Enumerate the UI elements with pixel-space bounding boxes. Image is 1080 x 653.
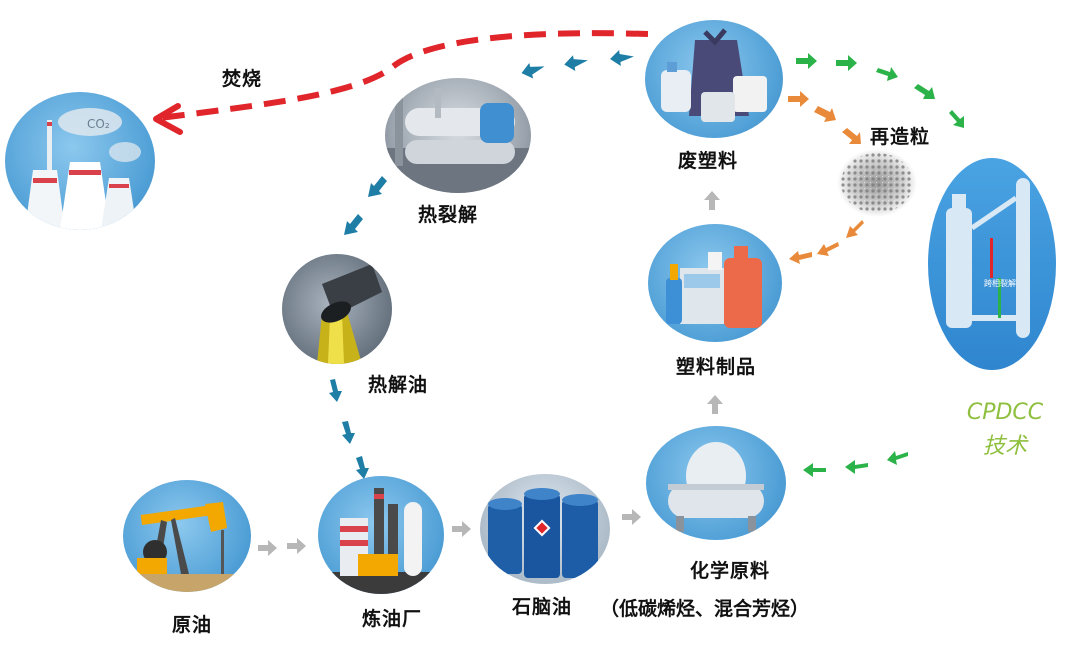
plastic-products-icon — [666, 246, 762, 328]
cpdcc-subtitle: 技术 — [982, 434, 1027, 459]
cpdcc-reactor-icon: 跨相裂解 — [946, 178, 1030, 338]
pyrolysis-reactor-icon — [385, 88, 531, 193]
pyrolysis-oil-label: 热解油 — [368, 374, 429, 396]
plastic-pellets-icon — [837, 149, 917, 217]
waste-plastic-node — [645, 20, 783, 138]
cpdcc-unit-panel: 跨相裂解 — [928, 158, 1056, 370]
oil-pumpjack-icon — [123, 502, 251, 592]
crude-oil-node — [123, 480, 251, 592]
incineration-node: CO₂ — [5, 92, 155, 230]
pyrolysis-arrows — [329, 50, 634, 479]
pyrolysis-label: 热裂解 — [418, 204, 479, 226]
crude-oil-label: 原油 — [172, 614, 213, 636]
oil-pipe-icon — [317, 264, 382, 364]
regranulation-arrows — [788, 91, 864, 264]
regranulation-label: 再造粒 — [870, 126, 931, 148]
refinery-icon — [318, 488, 444, 594]
cpdcc-technology-label: CPDCC 技术 — [935, 396, 1075, 464]
incineration-arrow — [159, 30, 649, 121]
incineration-arrowhead — [153, 103, 183, 135]
cpdcc-panel-text: 跨相裂解 — [984, 278, 1016, 288]
naphtha-label: 石脑油 — [512, 596, 573, 618]
waste-plastic-icon — [661, 28, 767, 122]
grey-arrows — [258, 191, 723, 556]
chemical-tank-icon — [668, 442, 764, 532]
refinery-node — [318, 476, 444, 594]
cpdcc-title: CPDCC — [966, 400, 1044, 425]
chemical-feedstock-node — [646, 426, 786, 540]
pyrolysis-node — [385, 78, 531, 193]
plastic-products-node — [648, 224, 782, 342]
plastic-products-label: 塑料制品 — [676, 356, 757, 378]
drums-icon — [488, 488, 598, 578]
refinery-label: 炼油厂 — [362, 608, 423, 630]
power-plant-icon: CO₂ — [25, 108, 141, 230]
cpdcc-arrows — [796, 53, 964, 477]
chemical-feedstock-label: 化学原料 — [690, 560, 771, 582]
co2-text: CO₂ — [87, 117, 110, 131]
chemical-feedstock-detail: （低碳烯烃、混合芳烃） — [600, 598, 810, 620]
incineration-label: 焚烧 — [222, 68, 263, 90]
pyrolysis-oil-node — [282, 254, 392, 364]
waste-plastic-label: 废塑料 — [678, 150, 739, 172]
naphtha-node — [480, 474, 610, 584]
